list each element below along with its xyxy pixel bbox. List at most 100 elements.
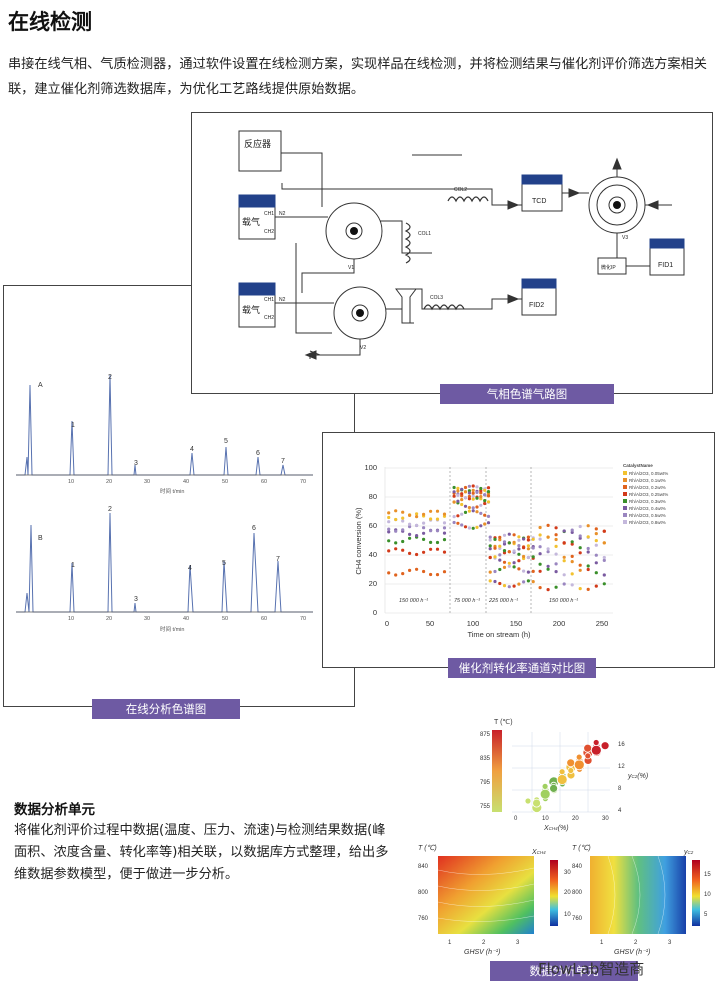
conversion-point	[486, 521, 491, 525]
peak-b-4: 4	[188, 565, 192, 572]
chrom-xlabel-b: 时间 t/min	[160, 625, 184, 633]
conversion-point	[554, 544, 558, 548]
peak-a-1: 1	[71, 422, 75, 429]
conversion-point	[517, 547, 521, 551]
conversion-point	[538, 525, 542, 530]
peak-b-3: 3	[134, 596, 138, 603]
conversion-point	[507, 550, 511, 554]
conversion-point	[452, 494, 456, 498]
conversion-point	[460, 487, 464, 491]
conversion-point	[483, 493, 487, 497]
scatter-y-8: 8	[618, 786, 622, 792]
scatter-bubble	[567, 767, 575, 774]
scatter-bubble	[592, 739, 600, 746]
conversion-point	[512, 533, 516, 537]
conversion-point	[594, 553, 598, 557]
conversion-point	[488, 579, 492, 583]
conversion-point	[387, 511, 391, 515]
conversion-point	[442, 521, 447, 525]
conversion-point	[488, 544, 492, 548]
conversion-point	[435, 529, 440, 533]
tcd-label: TCD	[532, 198, 546, 205]
chrom-tick-b-70: 70	[300, 616, 306, 622]
conversion-point	[570, 560, 574, 564]
conversion-point	[578, 551, 582, 555]
conversion-point	[498, 538, 502, 542]
conversion-point	[554, 533, 558, 537]
conversion-point	[493, 579, 497, 584]
conversion-point	[401, 510, 405, 514]
chrom-tick-a-60: 60	[261, 479, 267, 485]
conversion-point	[408, 532, 412, 536]
conversion-point	[408, 551, 412, 555]
conversion-point	[526, 535, 530, 539]
conversion-point	[512, 584, 516, 588]
page-title: 在线检测	[8, 10, 92, 34]
conversion-point	[483, 488, 487, 492]
conversion-point	[507, 564, 511, 568]
conversion-point	[408, 568, 412, 572]
scatter-bubble	[556, 774, 568, 785]
conversion-point	[456, 489, 460, 493]
scatter-t-875: 875	[480, 732, 491, 738]
conversion-point	[502, 584, 507, 588]
conversion-point	[517, 567, 521, 571]
conversion-point	[467, 509, 471, 513]
conversion-point	[429, 517, 433, 521]
scatter-bubble	[600, 741, 610, 751]
chrom-tick-a-40: 40	[183, 479, 189, 485]
scatter-bubble	[573, 759, 585, 771]
conversion-point	[429, 509, 433, 513]
conversion-point	[387, 520, 391, 524]
conversion-point	[531, 569, 535, 573]
conversion-point	[435, 547, 440, 551]
conversion-point	[602, 541, 606, 545]
conversion-point	[460, 498, 464, 502]
conversion-point	[522, 554, 526, 559]
conversion-frame: 0 20 40 60 80 100 0 50 100 150 200 250 T…	[322, 432, 715, 668]
legend-swatch	[623, 478, 627, 482]
conversion-point	[475, 490, 479, 494]
conversion-point	[493, 546, 497, 550]
contour-plots: T (℃) 840 800 760 1 2 3 GHSV (h⁻¹) XCH4 …	[418, 844, 711, 956]
conversion-point	[442, 550, 447, 554]
conversion-point	[498, 546, 502, 550]
conversion-point	[570, 554, 574, 558]
conversion-point	[554, 537, 558, 542]
conversion-point	[594, 543, 598, 547]
conversion-point	[486, 500, 491, 504]
scatter-t-835: 835	[480, 756, 491, 762]
conversion-point	[546, 588, 550, 592]
conversion-point	[512, 540, 516, 544]
ch2-label: CH2	[264, 229, 274, 235]
legend-entry: Rh/Al2O3, 0.5wt%	[629, 513, 666, 518]
peak-b-5: 5	[222, 560, 226, 567]
conv-xtick-200: 200	[553, 619, 566, 628]
conversion-point	[471, 484, 475, 488]
conversion-point	[554, 526, 558, 530]
chrom-tick-b-60: 60	[261, 616, 267, 622]
conversion-point	[422, 550, 426, 554]
conversion-point	[415, 552, 419, 557]
peak-a-7: 7	[281, 458, 285, 465]
conversion-point	[517, 535, 521, 539]
contour1-t-800: 800	[418, 890, 429, 896]
chrom-tick-b-20: 20	[106, 616, 112, 622]
conversion-point	[538, 569, 542, 573]
conv-ytick-100: 100	[364, 463, 377, 472]
scatter-x-30: 30	[602, 816, 609, 822]
conversion-point	[498, 553, 502, 557]
conversion-point	[475, 525, 479, 529]
conversion-point	[546, 550, 550, 554]
v1-label: V1	[348, 265, 354, 271]
conversion-point	[456, 499, 460, 503]
conversion-point	[526, 544, 530, 548]
conversion-point	[488, 555, 492, 560]
contour2-x-3: 3	[668, 940, 672, 946]
scatter-bubble	[575, 753, 583, 761]
conversion-point	[442, 531, 447, 535]
conversion-point	[483, 522, 487, 526]
conversion-point	[586, 524, 590, 528]
chrom-tick-b-50: 50	[222, 616, 228, 622]
conv-xtick-0: 0	[385, 619, 389, 628]
